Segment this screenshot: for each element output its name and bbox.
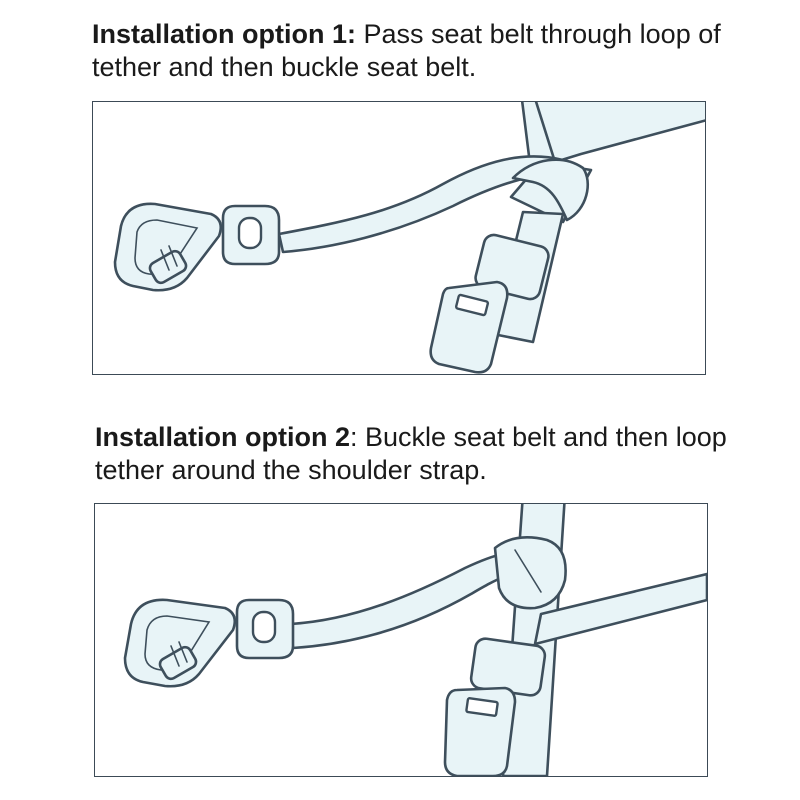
lap-belt: [533, 572, 707, 646]
illustration-option-2: [94, 503, 708, 777]
shoulder-strap-upper: [534, 102, 705, 164]
caption-option-1-title: Installation option 1:: [92, 19, 356, 49]
caption-option-2-text: : Buckle seat belt and then loop tether …: [95, 422, 727, 485]
caption-option-2-title: Installation option 2: [95, 422, 350, 452]
swivel-center: [251, 610, 277, 644]
tether-loop: [511, 158, 590, 222]
tether-loop-fold: [514, 549, 542, 593]
tether-around-shoulder-strap-illustration: [123, 504, 707, 776]
tether-loop: [493, 536, 567, 610]
illustration-option-1: [92, 101, 706, 375]
buckle-slot: [465, 697, 499, 717]
caption-option-1-text: Pass seat belt through loop of tether an…: [92, 19, 721, 82]
caption-option-1: Installation option 1: Pass seat belt th…: [92, 18, 752, 84]
buckle: [429, 280, 509, 374]
swivel-center: [237, 216, 263, 250]
buckle-slot: [454, 293, 490, 317]
tether-through-belt-illustration: [113, 102, 705, 374]
caption-option-2: Installation option 2: Buckle seat belt …: [95, 421, 755, 487]
